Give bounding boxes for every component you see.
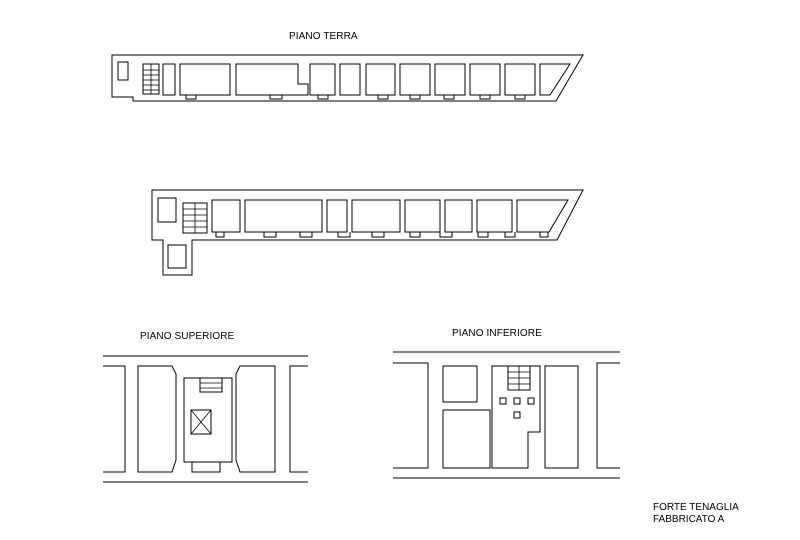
plan-piano-terra — [111, 54, 584, 102]
second-door-notch — [263, 232, 277, 238]
second-outer-wall — [151, 189, 584, 276]
inf-left-wall — [393, 362, 429, 469]
second-stair — [182, 202, 208, 234]
inf-pier — [527, 397, 535, 405]
terra-left-annex — [117, 61, 129, 81]
terra-outer-wall — [111, 54, 584, 102]
plan-piano-superiore — [103, 355, 308, 483]
second-door-notch — [215, 232, 225, 238]
sup-right-wall — [289, 365, 308, 473]
caption-line-2: FABBRICATO A — [653, 514, 725, 525]
terra-stair — [142, 63, 160, 95]
terra-room — [434, 63, 466, 96]
plan-piano-inferiore — [393, 351, 620, 479]
sup-left-wing — [137, 365, 177, 473]
second-room — [211, 199, 241, 233]
second-room — [244, 199, 323, 233]
inf-left-room-bottom — [442, 409, 491, 469]
terra-room — [179, 63, 231, 96]
inf-core-stair — [507, 365, 531, 391]
sup-right-wing — [235, 365, 276, 473]
inf-left-room-top — [442, 365, 478, 403]
terra-room — [339, 63, 361, 96]
second-room — [404, 199, 441, 233]
second-small-room — [157, 197, 177, 223]
second-door-notch — [371, 232, 385, 238]
sup-left-wall — [103, 365, 126, 473]
terra-door-notch — [185, 95, 197, 100]
second-annex-inner — [167, 244, 187, 269]
inf-pier — [513, 397, 521, 405]
terra-room — [504, 63, 536, 96]
terra-room — [162, 63, 176, 96]
inf-center-core — [491, 365, 541, 469]
second-room — [444, 199, 473, 233]
terra-door-notch — [443, 95, 455, 100]
label-piano-terra: PIANO TERRA — [289, 31, 358, 42]
plan-second-level — [151, 189, 584, 276]
inf-pier — [499, 397, 507, 405]
terra-room — [235, 63, 309, 96]
second-door-notch — [299, 232, 313, 238]
terra-door-notch — [377, 95, 389, 100]
second-door-notch — [439, 232, 453, 238]
terra-room-end — [539, 63, 571, 96]
sup-core-stair — [199, 377, 223, 393]
terra-door-notch — [269, 95, 283, 100]
terra-door-notch — [514, 95, 526, 100]
sup-bottom-bay — [191, 462, 221, 473]
second-door-notch — [539, 232, 549, 238]
second-room — [351, 199, 401, 233]
second-door-notch — [409, 232, 421, 238]
second-door-notch — [477, 232, 489, 238]
label-piano-inferiore: PIANO INFERIORE — [452, 328, 542, 339]
inf-pier — [513, 411, 521, 419]
second-room — [326, 199, 348, 233]
second-door-notch — [504, 232, 516, 238]
sup-void-cross — [190, 409, 212, 435]
terra-door-notch — [317, 95, 329, 100]
label-piano-superiore: PIANO SUPERIORE — [140, 331, 235, 342]
second-room — [476, 199, 513, 233]
terra-room — [309, 63, 336, 96]
inf-right-wall — [596, 362, 620, 469]
caption-line-1: FORTE TENAGLIA — [653, 502, 739, 513]
terra-door-notch — [409, 95, 421, 100]
second-door-notch — [337, 232, 351, 238]
second-room-end — [516, 199, 569, 233]
terra-door-notch — [479, 95, 491, 100]
terra-room — [365, 63, 396, 96]
drawing-caption: FORTE TENAGLIA FABBRICATO A — [653, 502, 739, 526]
inf-right-wing — [544, 365, 579, 469]
terra-room — [469, 63, 501, 96]
terra-room — [399, 63, 431, 96]
